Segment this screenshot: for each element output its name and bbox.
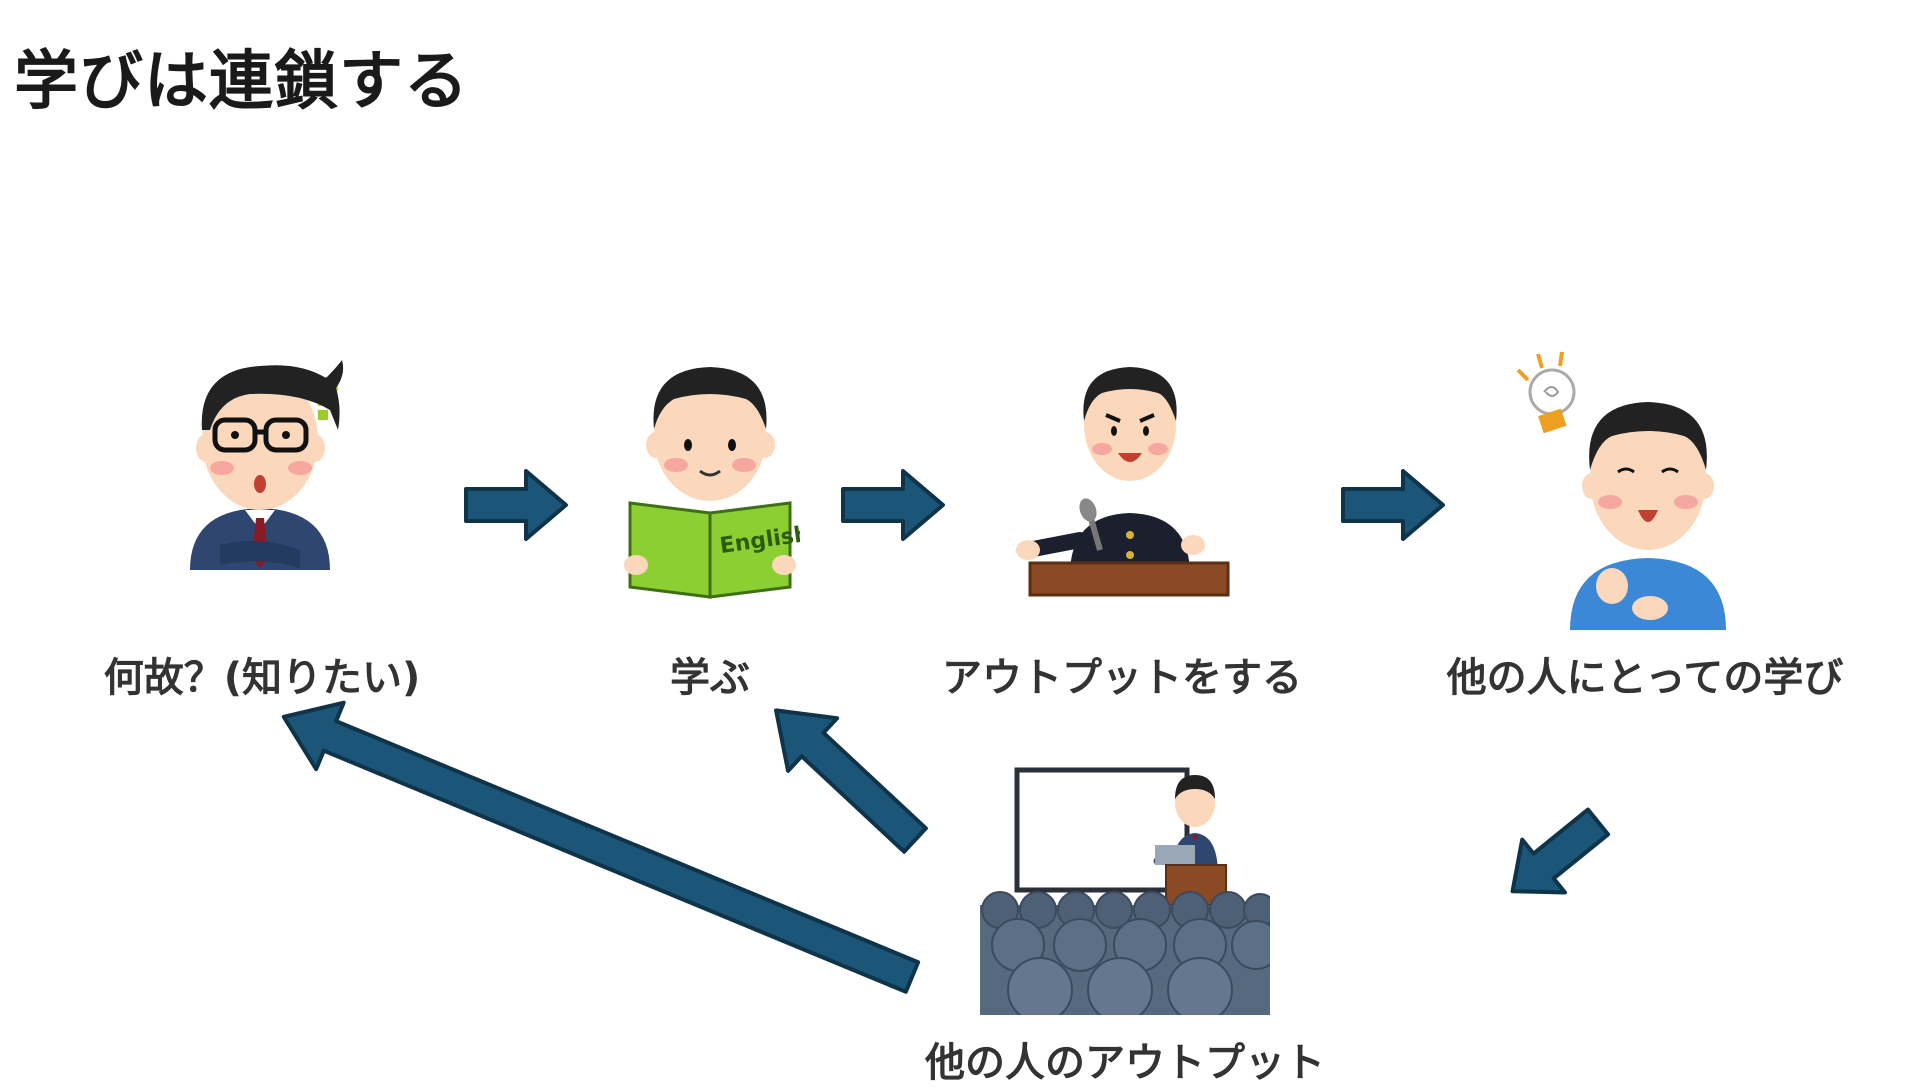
label-others-output: 他の人のアウトプット — [925, 1040, 1325, 1086]
slide-title: 学びは連鎖する — [14, 45, 469, 119]
arrow-output-to-others-learning — [1341, 469, 1445, 541]
lightbulb-icon — [1516, 351, 1576, 434]
presenter — [1153, 775, 1218, 875]
arrow-others-output-to-why — [281, 700, 921, 994]
confused-man-illustration: ? — [190, 360, 344, 570]
arrow-learn-to-output — [841, 469, 945, 541]
arrow-others-learning-to-others-output — [1510, 807, 1611, 895]
arrow-why-to-learn — [464, 469, 568, 541]
arrow-others-output-to-learn — [774, 708, 928, 854]
label-learn: 学ぶ — [670, 655, 750, 701]
idea-boy-illustration — [1516, 351, 1726, 630]
microphone-icon — [1079, 498, 1103, 551]
audience — [980, 891, 1270, 1015]
speaking-student-illustration — [1016, 367, 1230, 597]
english-book: English — [628, 501, 800, 599]
label-why: 何故？(知りたい) — [103, 655, 421, 701]
lecture-audience-illustration — [980, 767, 1270, 1015]
label-output: アウトプットをする — [942, 655, 1302, 701]
reading-boy-illustration: English — [624, 367, 800, 599]
label-others-learning: 他の人にとっての学び — [1446, 655, 1844, 701]
